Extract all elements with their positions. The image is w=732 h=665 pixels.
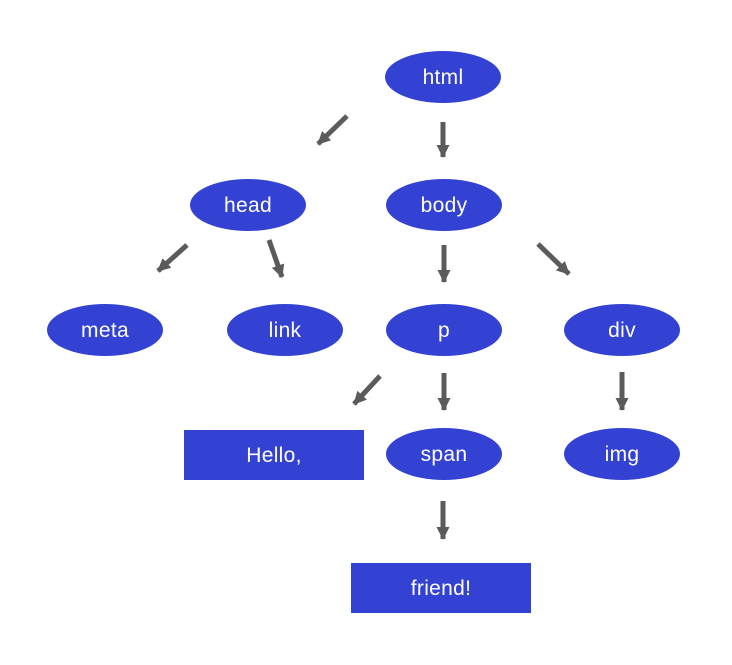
edge-head-meta (156, 243, 189, 273)
node-head-label: head (224, 193, 272, 217)
edge-html-head (316, 114, 349, 146)
node-span: span (386, 428, 502, 480)
node-html-label: html (422, 65, 464, 89)
node-span-label: span (420, 442, 468, 466)
edge-p-hello (352, 374, 382, 406)
node-head: head (190, 179, 306, 231)
node-friend-text: friend! (351, 563, 531, 613)
node-hello-label: Hello, (246, 443, 302, 467)
node-body: body (386, 179, 502, 231)
node-html: html (385, 51, 501, 103)
node-meta: meta (47, 304, 163, 356)
node-meta-label: meta (81, 318, 129, 342)
node-p-label: p (438, 318, 450, 342)
node-hello-text: Hello, (184, 430, 364, 480)
edge-head-link (266, 239, 285, 278)
node-div-label: div (608, 318, 636, 342)
edge-body-div (536, 242, 571, 276)
node-link-label: link (268, 318, 302, 342)
node-link: link (227, 304, 343, 356)
node-p: p (386, 304, 502, 356)
node-img: img (564, 428, 680, 480)
node-img-label: img (604, 442, 640, 466)
node-friend-label: friend! (410, 576, 472, 600)
node-div: div (564, 304, 680, 356)
node-body-label: body (420, 193, 468, 217)
